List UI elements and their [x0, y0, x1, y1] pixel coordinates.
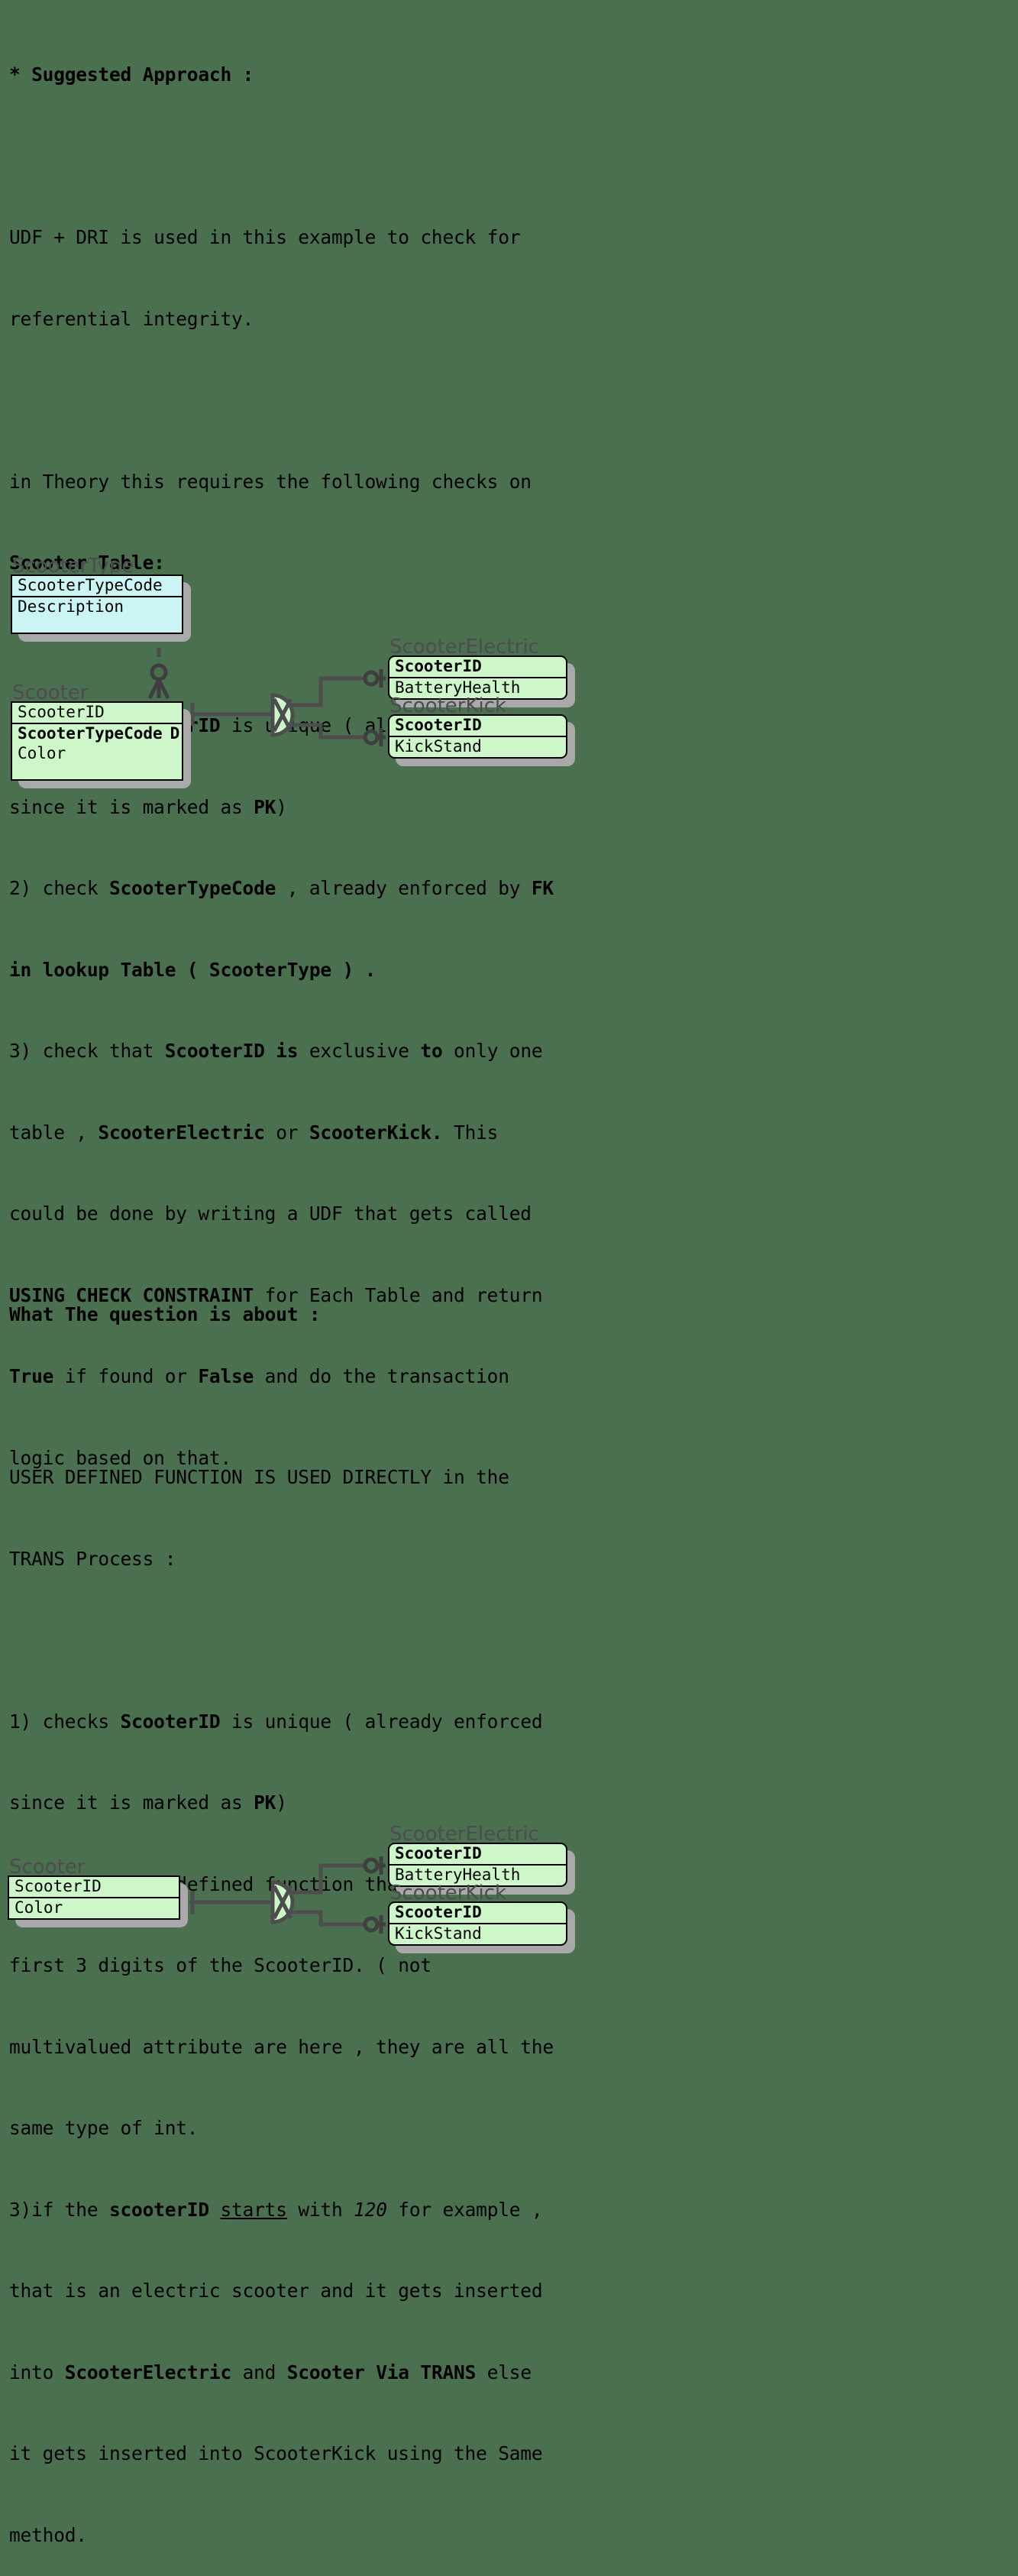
entity-title-scooter: Scooter: [9, 1856, 86, 1879]
approach-heading: * Suggested Approach :: [9, 63, 254, 86]
question-item-2-line-3: multivalued attribute are here , they ar…: [9, 2035, 554, 2058]
question-item-3-line-2: that is an electric scooter and it gets …: [9, 2280, 543, 2302]
approach-item-2-line-1: 2) check ScooterTypeCode , already enfor…: [9, 877, 554, 899]
cardinality-zero-circle-kick: [363, 729, 380, 746]
entity-scooterkick[interactable]: ScooterKick ScooterID KickStand: [388, 694, 575, 766]
attribute-row[interactable]: ScooterTypeCode D: [12, 724, 182, 744]
entity-scooter[interactable]: Scooter ScooterID ScooterTypeCode D Colo…: [11, 681, 191, 788]
attribute-label: ScooterTypeCode: [18, 724, 163, 743]
approach-intro-line-1: UDF + DRI is used in this example to che…: [9, 226, 521, 248]
entity-box-scooter: ScooterID Color: [8, 1875, 180, 1920]
attribute-label: ScooterID: [395, 1903, 482, 1921]
entity-box-scooterelectric: ScooterID BatteryHealth: [388, 1843, 567, 1887]
attribute-row[interactable]: ScooterID: [12, 703, 182, 724]
question-item-3-line-3: into ScooterElectric and Scooter Via TRA…: [9, 2361, 532, 2383]
approach-item-1-line-2: since it is marked as PK): [9, 795, 287, 818]
er-diagram-udf-dri: ScooterType ScooterTypeCode Description …: [0, 550, 1018, 810]
question-heading: What The question is about :: [9, 1303, 321, 1325]
attribute-label: Color: [18, 744, 66, 762]
attribute-row[interactable]: ScooterTypeCode: [12, 576, 182, 597]
entity-box-scootertype: ScooterTypeCode Description: [11, 574, 183, 634]
attribute-label: ScooterTypeCode: [18, 576, 163, 594]
attribute-label: BatteryHealth: [395, 1866, 521, 1884]
question-item-1-line-1: 1) checks ScooterID is unique ( already …: [9, 1710, 543, 1733]
attribute-label: KickStand: [395, 737, 482, 756]
question-udf-line-1: USER DEFINED FUNCTION IS USED DIRECTLY i…: [9, 1466, 509, 1488]
attribute-row[interactable]: ScooterID: [9, 1877, 179, 1898]
entity-box-scooterkick: ScooterID KickStand: [388, 1901, 567, 1946]
attribute-row[interactable]: KickStand: [389, 737, 566, 757]
attribute-label: Description: [18, 597, 124, 616]
attribute-label: ScooterID: [18, 703, 105, 721]
attribute-marker-discriminator: D: [170, 724, 180, 743]
approach-item-2-line-2: in lookup Table ( ScooterType ) .: [9, 958, 376, 981]
attribute-label: ScooterID: [395, 657, 482, 675]
entity-scooterkick[interactable]: ScooterKick ScooterID KickStand: [388, 1882, 575, 1953]
connector-arc-to-scooterelectric: [290, 1863, 364, 1895]
approach-item-3-line-2: table , ScooterElectric or ScooterKick. …: [9, 1121, 499, 1144]
question-item-3-line-1: 3)if the scooterID starts with 120 for e…: [9, 2198, 543, 2221]
entity-title-scooterelectric: ScooterElectric: [389, 1823, 539, 1846]
cardinality-zero-circle: [150, 663, 168, 681]
entity-box-scooterelectric: ScooterID BatteryHealth: [388, 655, 567, 700]
attribute-row[interactable]: BatteryHealth: [389, 678, 566, 698]
approach-item-3-line-4: USING CHECK CONSTRAINT for Each Table an…: [9, 1283, 543, 1306]
question-item-3-line-5: method.: [9, 2523, 87, 2546]
exclusive-arc-cross-b: [272, 697, 293, 733]
entity-title-scooterelectric: ScooterElectric: [389, 636, 539, 659]
approach-theory-line-2: Scooter Table:: [9, 552, 165, 574]
attribute-row[interactable]: ScooterID: [389, 1903, 566, 1924]
attribute-label: ScooterID: [395, 716, 482, 734]
attribute-row[interactable]: KickStand: [389, 1924, 566, 1944]
cardinality-many-crowsfoot: [147, 678, 170, 700]
approach-item-3-line-3: could be done by writing a UDF that gets…: [9, 1202, 532, 1225]
exclusive-arc-cross-b: [272, 1885, 293, 1920]
question-item-2-line-4: same type of int.: [9, 2117, 199, 2139]
entity-title-scooterkick: ScooterKick: [389, 1882, 507, 1904]
er-diagram-udf-trans: Scooter ScooterID Color ScooterElectric …: [0, 1818, 1018, 2081]
approach-item-3-line-6: logic based on that.: [9, 1446, 232, 1469]
er-connectors-bottom: [189, 1856, 386, 1934]
connector-arc-to-scooterelectric: [290, 676, 364, 707]
entity-scooterelectric[interactable]: ScooterElectric ScooterID BatteryHealth: [388, 1823, 575, 1895]
entity-scooterelectric[interactable]: ScooterElectric ScooterID BatteryHealth: [388, 636, 575, 707]
entity-scootertype[interactable]: ScooterType ScooterTypeCode Description: [11, 555, 191, 642]
entity-title-scooterkick: ScooterKick: [389, 694, 507, 717]
attribute-label: Color: [15, 1898, 63, 1917]
attribute-label: BatteryHealth: [395, 678, 521, 697]
connector-arc-to-scooterkick: [290, 1910, 364, 1927]
entity-scooter[interactable]: Scooter ScooterID Color: [8, 1856, 188, 1927]
question-item-3-line-4: it gets inserted into ScooterKick using …: [9, 2442, 543, 2464]
question-item-1-line-2: since it is marked as PK): [9, 1791, 287, 1814]
cardinality-zero-circle-electric: [363, 1857, 380, 1874]
cardinality-zero-circle-electric: [363, 670, 380, 687]
attribute-row[interactable]: Color: [9, 1898, 179, 1918]
question-item-2-line-2: first 3 digits of the ScooterID. ( not: [9, 1954, 431, 1976]
attribute-row[interactable]: ScooterID: [389, 657, 566, 678]
attribute-row[interactable]: BatteryHealth: [389, 1866, 566, 1885]
attribute-row[interactable]: Description: [12, 597, 182, 633]
attribute-label: ScooterID: [395, 1844, 482, 1862]
connector-arc-to-scooterkick: [290, 723, 364, 739]
approach-item-3-line-5: True if found or False and do the transa…: [9, 1365, 509, 1387]
attribute-row[interactable]: ScooterID: [389, 716, 566, 737]
question-udf-line-2: TRANS Process :: [9, 1547, 176, 1570]
entity-box-scooter: ScooterID ScooterTypeCode D Color: [11, 701, 183, 781]
approach-intro-line-2: referential integrity.: [9, 307, 254, 330]
entity-title-scootertype: ScooterType: [12, 555, 134, 578]
attribute-label: ScooterID: [15, 1877, 102, 1895]
attribute-label: KickStand: [395, 1924, 482, 1943]
approach-item-3-line-1: 3) check that ScooterID is exclusive to …: [9, 1040, 543, 1062]
approach-theory-line-1: in Theory this requires the following ch…: [9, 470, 532, 493]
entity-title-scooter: Scooter: [12, 681, 89, 704]
suggested-approach-text: * Suggested Approach : UDF + DRI is used…: [9, 7, 849, 1499]
attribute-row[interactable]: Color: [12, 744, 182, 779]
cardinality-zero-circle-kick: [363, 1916, 380, 1933]
entity-box-scooterkick: ScooterID KickStand: [388, 714, 567, 759]
attribute-row[interactable]: ScooterID: [389, 1844, 566, 1866]
